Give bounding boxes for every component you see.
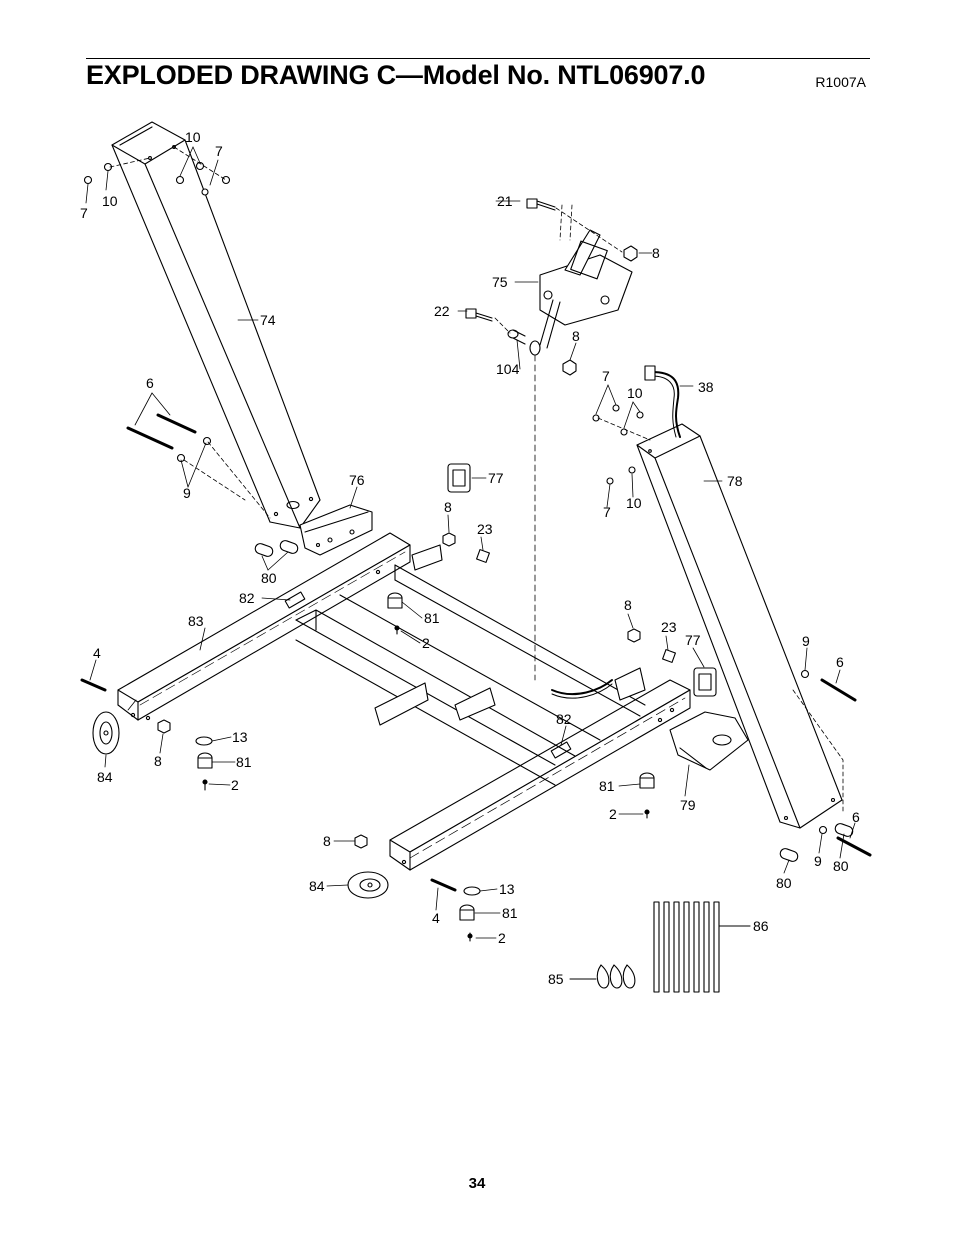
callout: 80: [261, 570, 277, 586]
callout: 10: [626, 495, 642, 511]
callout: 7: [80, 205, 88, 221]
callout: 9: [183, 485, 191, 501]
callout: 7: [215, 143, 223, 159]
callout: 6: [852, 809, 860, 825]
callout: 83: [188, 613, 204, 629]
callout: 75: [492, 274, 508, 290]
page-title: EXPLODED DRAWING C—Model No. NTL06907.0: [86, 60, 706, 90]
callout: 10: [185, 129, 201, 145]
cable-ties-86: [653, 901, 751, 993]
callout: 84: [309, 878, 325, 894]
callout: 8: [652, 245, 660, 261]
right-upright-78: [636, 423, 843, 829]
callout: 8: [444, 499, 452, 515]
lift-motor-75: [529, 204, 633, 356]
callout: 7: [602, 368, 610, 384]
callout: 2: [498, 930, 506, 946]
callout: 8: [154, 753, 162, 769]
callout: 6: [146, 375, 154, 391]
clips-85: [569, 964, 636, 989]
callout: 8: [624, 597, 632, 613]
small-hardware: [80, 146, 872, 942]
header-rule: [86, 58, 870, 59]
callout: 8: [323, 833, 331, 849]
page-number: 34: [468, 1175, 486, 1192]
lift-hardware: [465, 198, 638, 681]
callout: 86: [753, 918, 769, 934]
callout: 2: [422, 635, 430, 651]
wire-harness-38: [551, 365, 681, 699]
callout: 79: [680, 797, 696, 813]
callout: 81: [502, 905, 518, 921]
drawing-code: R1007A: [815, 74, 866, 90]
callout: 13: [232, 729, 248, 745]
bumpers-77: [447, 463, 717, 697]
callout: 7: [603, 504, 611, 520]
callout: 85: [548, 971, 564, 987]
right-hood-79: [669, 711, 749, 771]
callout: 77: [488, 470, 504, 486]
callout: 104: [496, 361, 520, 377]
callout: 9: [814, 853, 822, 869]
callout: 10: [102, 193, 118, 209]
callout: 23: [661, 619, 677, 635]
callout: 76: [349, 472, 365, 488]
leader-lines: [85, 146, 856, 939]
wheels-84: [92, 711, 389, 899]
callout-labels: 7 10 10 7 74 6 9 76 80 82 83 4 84 8 13 8…: [80, 129, 860, 987]
base-frame: [117, 532, 691, 871]
callout: 21: [497, 193, 513, 209]
callout: 80: [833, 858, 849, 874]
left-hood-76: [299, 504, 373, 556]
callout: 8: [572, 328, 580, 344]
callout: 84: [97, 769, 113, 785]
callout: 82: [239, 590, 255, 606]
callout: 38: [698, 379, 714, 395]
callout: 81: [599, 778, 615, 794]
left-upright-74: [111, 121, 321, 529]
callout: 13: [499, 881, 515, 897]
callout: 2: [609, 806, 617, 822]
callout: 10: [627, 385, 643, 401]
callout: 81: [424, 610, 440, 626]
callout: 4: [93, 645, 101, 661]
callout: 6: [836, 654, 844, 670]
callout: 77: [685, 632, 701, 648]
callout: 9: [802, 633, 810, 649]
callout: 78: [727, 473, 743, 489]
callout: 2: [231, 777, 239, 793]
callout: 81: [236, 754, 252, 770]
callout: 22: [434, 303, 450, 319]
callout: 80: [776, 875, 792, 891]
callout: 23: [477, 521, 493, 537]
callout: 82: [556, 711, 572, 727]
callout: 74: [260, 312, 276, 328]
callout: 4: [432, 910, 440, 926]
